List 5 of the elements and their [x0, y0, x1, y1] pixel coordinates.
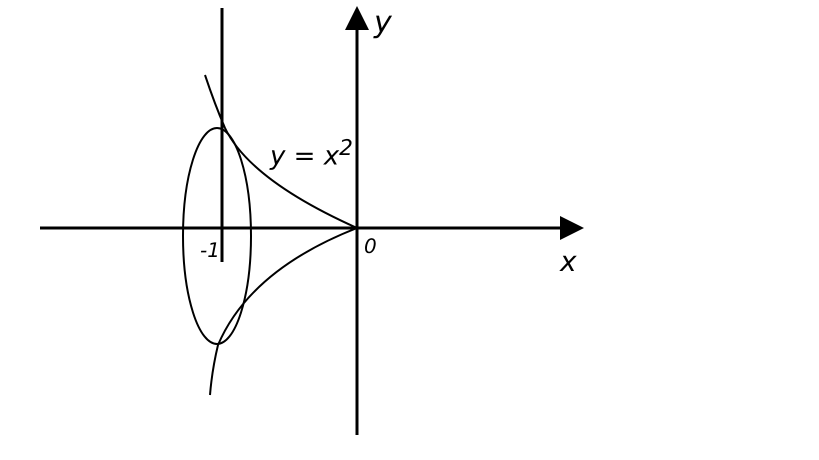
- axis-label: y: [374, 8, 392, 38]
- tick-label: -1: [200, 240, 220, 260]
- curve-label: y = x$^{2}$: [270, 138, 353, 170]
- origin-label: 0: [364, 236, 377, 256]
- axis-label: x: [560, 248, 577, 276]
